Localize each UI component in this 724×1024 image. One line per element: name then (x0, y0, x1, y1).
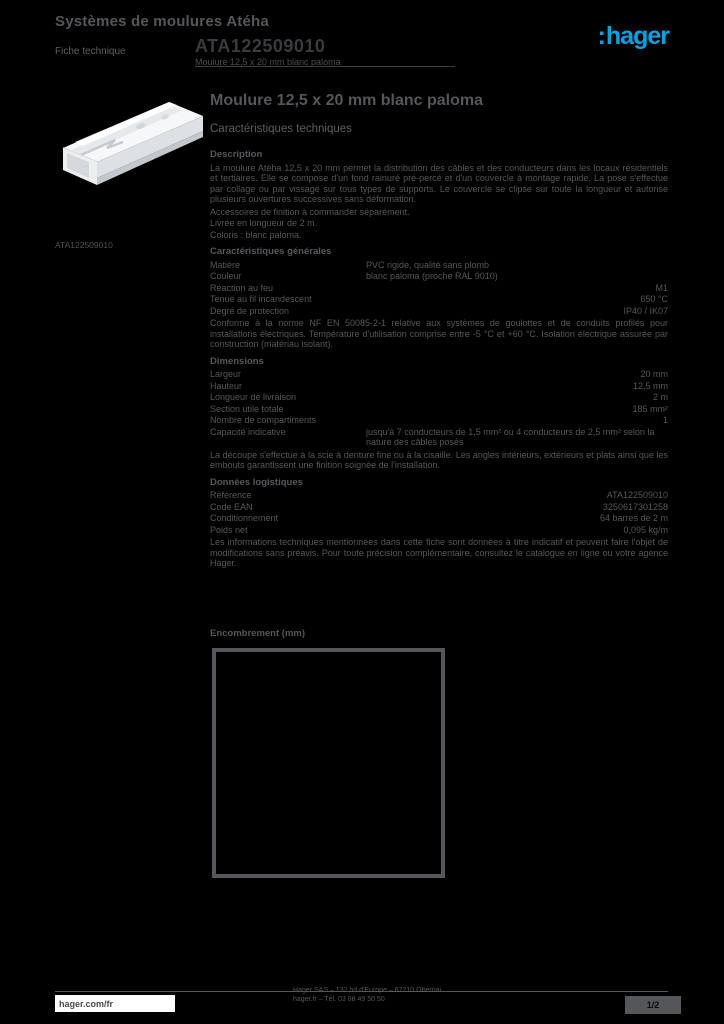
spec-row: Nombre de compartiments 1 (210, 415, 668, 426)
spec-row: Code EAN 3250617301258 (210, 502, 668, 513)
spec-label: Matière (210, 259, 241, 270)
product-reference: ATA122509010 (195, 36, 326, 56)
footer-website-text: hager.com/fr (59, 998, 114, 1009)
spec-value: 12,5 mm (632, 380, 668, 391)
page-number-badge: 1/2 (625, 996, 681, 1014)
footer-website-link[interactable]: hager.com/fr (55, 995, 175, 1012)
page-subtitle: Caractéristiques techniques (210, 123, 352, 135)
info-line: Accessoires de finition à commander sépa… (210, 206, 410, 217)
spec-label: Hauteur (210, 380, 243, 391)
footer-company-line1: Hager SAS – 132 bd d'Europe – 67210 Ober… (293, 987, 442, 994)
spec-label: Poids net (210, 524, 248, 535)
spec-value: IP40 / IK07 (623, 305, 668, 316)
drawing-section-heading: Encombrement (mm) (210, 628, 306, 639)
footer-divider (55, 991, 668, 992)
spec-label: Référence (210, 490, 252, 500)
spec-value: 1 (662, 415, 668, 425)
spec-label: Nombre de compartiments (210, 415, 317, 425)
product-family-title: Systèmes de moulures Atéha (55, 13, 269, 30)
doc-type-label: Fiche technique (55, 46, 126, 57)
section-heading: Données logistiques (210, 476, 303, 488)
spec-row: Capacité indicative jusqu'à 7 conducteurs… (210, 427, 668, 448)
hager-logo-text: hager (605, 22, 670, 50)
spec-label: Capacité indicative (210, 426, 286, 437)
spec-row: Largeur 20 mm (210, 369, 668, 380)
spec-value: 64 barres de 2 m (599, 513, 668, 523)
spec-label: Longueur de livraison (210, 392, 297, 402)
spec-value: 0,095 kg/m (623, 524, 668, 535)
spec-row: Référence ATA122509010 (210, 490, 668, 501)
section-heading: Caractéristiques générales (210, 246, 332, 257)
product-reference-subtitle: Moulure 12,5 x 20 mm blanc paloma (195, 57, 341, 67)
footer-company-line2: hager.fr – Tél. 03 88 49 50 50 (293, 995, 385, 1003)
spec-row: Longueur de livraison 2 m (210, 392, 668, 403)
spec-value: 2 m (652, 392, 668, 402)
dimension-drawing-box (212, 648, 445, 878)
spec-row: Degré de protection IP40 / IK07 (210, 306, 668, 317)
description-paragraph: Les informations techniques mentionnées … (210, 537, 668, 568)
spec-row: Réaction au feu M1 (210, 283, 668, 294)
spec-value: 650 °C (640, 294, 668, 304)
spec-value: 20 mm (640, 369, 668, 379)
spec-label: Degré de protection (210, 305, 290, 316)
spec-value: 3250617301258 (602, 501, 668, 512)
hager-logo: :hager (597, 22, 670, 51)
spec-value: M1 (655, 282, 668, 293)
trunking-render-icon (62, 102, 203, 185)
spec-label: Couleur (210, 271, 242, 281)
footer-company-info: Hager SAS – 132 bd d'Europe – 67210 Ober… (293, 987, 493, 1004)
spec-row: Conditionnement 64 barres de 2 m (210, 513, 668, 524)
spec-value: jusqu'à 7 conducteurs de 1,5 mm² ou 4 co… (366, 426, 655, 448)
characteristics-list: Description La moulure Atéha 12,5 x 20 mm… (210, 149, 668, 571)
spec-row: Section utile totale 185 mm² (210, 404, 668, 415)
hager-logo-colon: : (597, 22, 606, 50)
description-paragraph: Conforme à la norme NF EN 50085-2-1 rela… (210, 318, 668, 349)
spec-label: Code EAN (210, 501, 253, 512)
spec-row: Matière PVC rigide, qualité sans plomb (210, 260, 668, 271)
spec-label: Tenue au fil incandescent (210, 294, 312, 304)
spec-label: Conditionnement (210, 513, 279, 523)
section-heading: Dimensions (210, 355, 264, 367)
spec-row: Hauteur 12,5 mm (210, 381, 668, 392)
spec-row: Tenue au fil incandescent 650 °C (210, 294, 668, 305)
spec-value: PVC rigide, qualité sans plomb (366, 259, 490, 270)
spec-label: Section utile totale (210, 403, 284, 414)
spec-label: Largeur (210, 369, 242, 379)
spec-label: Réaction au feu (210, 282, 274, 293)
description-paragraph: La moulure Atéha 12,5 x 20 mm permet la … (210, 162, 668, 205)
product-image-caption: ATA122509010 (55, 240, 113, 250)
spec-value: ATA122509010 (606, 490, 668, 500)
product-image (57, 90, 207, 197)
spec-row: Couleur blanc paloma (proche RAL 9010) (210, 271, 668, 282)
info-line: Coloris : blanc paloma. (210, 229, 302, 240)
page-number-text: 1/2 (646, 1000, 660, 1010)
spec-value: blanc paloma (proche RAL 9010) (366, 271, 498, 281)
page-title: Moulure 12,5 x 20 mm blanc paloma (210, 92, 483, 109)
info-line: Livrée en longueur de 2 m. (210, 218, 318, 228)
spec-value: 185 mm² (632, 403, 668, 414)
spec-row: Poids net 0,095 kg/m (210, 525, 668, 536)
header-divider (195, 66, 455, 67)
section-heading: Description (210, 149, 263, 160)
description-paragraph: La découpe s'effectue à la scie à dentur… (210, 449, 668, 471)
